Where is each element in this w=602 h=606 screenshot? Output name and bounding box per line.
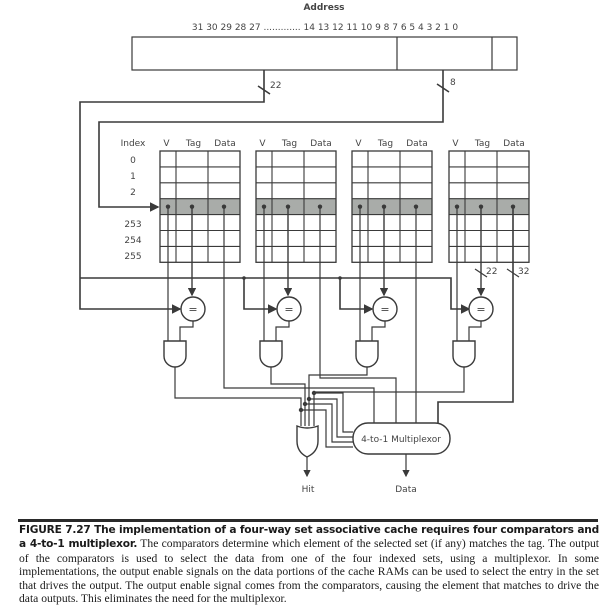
tag-bus [80, 277, 471, 314]
mux-select-wire [309, 398, 353, 438]
mux-select-wire [305, 403, 353, 443]
selected-set-row [449, 198, 529, 215]
way-header-data: Data [214, 139, 236, 149]
caption-title: FIGURE 7.27 The implementation of a four… [19, 524, 599, 551]
compare-wire [275, 321, 290, 341]
way-grid [255, 150, 337, 263]
way-header-tag: Tag [377, 139, 393, 149]
index-row-label: 255 [124, 252, 141, 262]
data-wire [437, 206, 514, 423]
compare-wire [468, 321, 482, 341]
hit-label: Hit [302, 485, 315, 495]
way-grid [159, 150, 241, 263]
tag-width-label: 22 [270, 81, 281, 91]
hit-wire [308, 367, 368, 426]
data-wire [223, 206, 375, 423]
way-header-data: Data [310, 139, 332, 149]
comparator-symbol: = [188, 303, 197, 316]
multiplexor: 4-to-1 Multiplexor [352, 422, 451, 455]
index-header: Index [121, 139, 146, 149]
cache-way-4: V Tag Data [448, 139, 530, 263]
selected-set-row [352, 198, 432, 215]
address-bits-label: 31 30 29 28 27 ............. 14 13 12 11… [192, 23, 458, 33]
mux-label: 4-to-1 Multiplexor [361, 435, 441, 445]
mux-select-wire [301, 409, 353, 448]
way-header-data: Data [503, 139, 525, 149]
address-register [131, 36, 518, 71]
tag-bus-width: 22 [486, 267, 497, 277]
and-gate [355, 340, 379, 368]
tag-wire [79, 70, 271, 314]
way-header-v: V [355, 139, 362, 149]
comparator-symbol: = [380, 303, 389, 316]
way-header-tag: Tag [185, 139, 201, 149]
data-wire [319, 206, 397, 423]
address-title: Address [303, 3, 344, 13]
data-output-label: Data [395, 485, 417, 495]
and-gate [163, 340, 187, 368]
caption-body: The comparators determine which element … [19, 537, 600, 606]
way-header-v: V [163, 139, 170, 149]
hit-wire [313, 367, 465, 426]
way-grid [351, 150, 433, 263]
cache-diagram: Address 31 30 29 28 27 ............. 14 … [79, 3, 530, 495]
way-grid [448, 150, 530, 263]
cache-ways: V Tag Data V Tag Data V Tag Data V Tag Data [159, 139, 530, 263]
way-header-data: Data [406, 139, 428, 149]
cache-way-2: V Tag Data [255, 139, 337, 263]
cache-way-3: V Tag Data [351, 139, 433, 263]
index-row-label: 253 [124, 220, 141, 230]
way-header-tag: Tag [281, 139, 297, 149]
index-width-label: 8 [450, 78, 456, 88]
index-wire [98, 70, 450, 212]
way-header-v: V [259, 139, 266, 149]
index-row-label: 1 [130, 172, 136, 182]
caption-rule [18, 519, 598, 522]
mux-select-wire [314, 392, 353, 433]
hit-wire [174, 367, 302, 426]
and-gate [259, 340, 283, 368]
index-row-label: 254 [124, 236, 141, 246]
data-bus-width: 32 [518, 267, 529, 277]
compare-wire [371, 321, 386, 341]
way-header-v: V [452, 139, 459, 149]
cache-way-1: V Tag Data [159, 139, 241, 263]
index-row-label: 0 [130, 156, 136, 166]
comparator-symbol: = [476, 303, 485, 316]
way-header-tag: Tag [474, 139, 490, 149]
and-gate [452, 340, 476, 368]
compare-logic: = = = = [163, 206, 514, 448]
selected-set-row [160, 198, 240, 215]
index-row-label: 2 [130, 188, 136, 198]
compare-wire [179, 321, 194, 341]
figure-caption: FIGURE 7.27 The implementation of a four… [19, 523, 599, 605]
selected-set-row [256, 198, 336, 215]
comparator-symbol: = [284, 303, 293, 316]
or-gate [296, 424, 319, 458]
hit-wire [270, 367, 306, 426]
